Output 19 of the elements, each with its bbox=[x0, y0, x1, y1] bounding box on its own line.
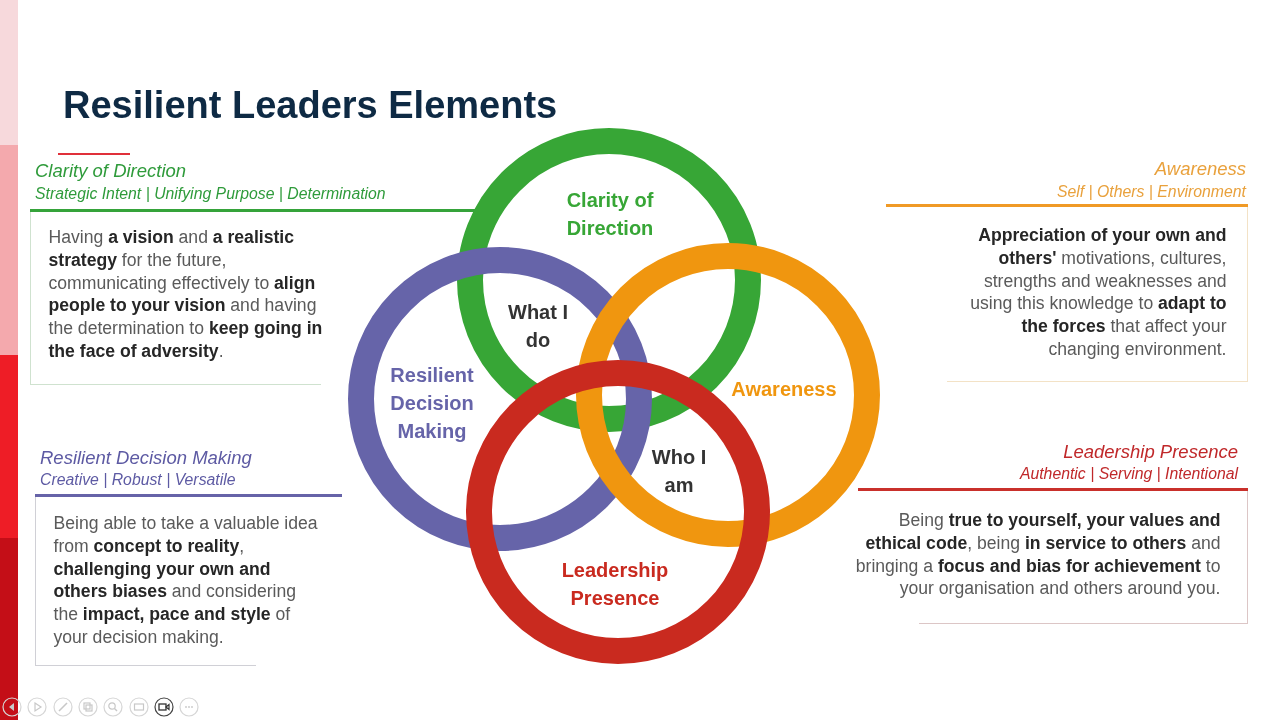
panel-subtitle: Strategic Intent | Unifying Purpose | Determination bbox=[35, 184, 386, 203]
panel-heading: Clarity of Direction bbox=[35, 160, 187, 182]
region-label: Who I am bbox=[650, 445, 708, 498]
ring-label: Leadership Presence bbox=[560, 558, 670, 611]
ring-label: Clarity of Direction bbox=[565, 188, 655, 241]
slide-title: Resilient Leaders Elements bbox=[63, 83, 558, 128]
panel-text: Being able to take a valuable idea from concept to reality, challenging your own and others biases and considering the impact, pace and style of your decision making. bbox=[53, 512, 319, 649]
panel-text: Appreciation of your own and others' motivations, cultures, strengths and weaknesses and using this knowledge to adapt to the forces that affect your changing environment. bbox=[969, 224, 1227, 361]
panel-text: Being true to yourself, your values and ethical code, being in service to others and bringing a focus and bias for achievement to your organisation and others around you. bbox=[854, 509, 1221, 601]
panel-subtitle: Self | Others | Environment bbox=[1056, 182, 1246, 201]
region-label: What I do bbox=[507, 300, 569, 353]
panel-heading: Resilient Decision Making bbox=[40, 447, 252, 469]
ring-label: Awareness bbox=[730, 377, 838, 402]
panel-heading: Leadership Presence bbox=[1063, 441, 1238, 463]
panel-subtitle: Authentic | Serving | Intentional bbox=[1019, 464, 1238, 483]
ring-label: Resilient Decision Making bbox=[389, 363, 475, 444]
panel-text: Having a vision and a realistic strategy for the future, communicating effectively to align people to your vision and having the determination to keep going in the face of adversity. bbox=[48, 226, 324, 363]
panel-subtitle: Creative | Robust | Versatile bbox=[40, 470, 236, 489]
panel-heading: Awareness bbox=[1154, 158, 1246, 180]
